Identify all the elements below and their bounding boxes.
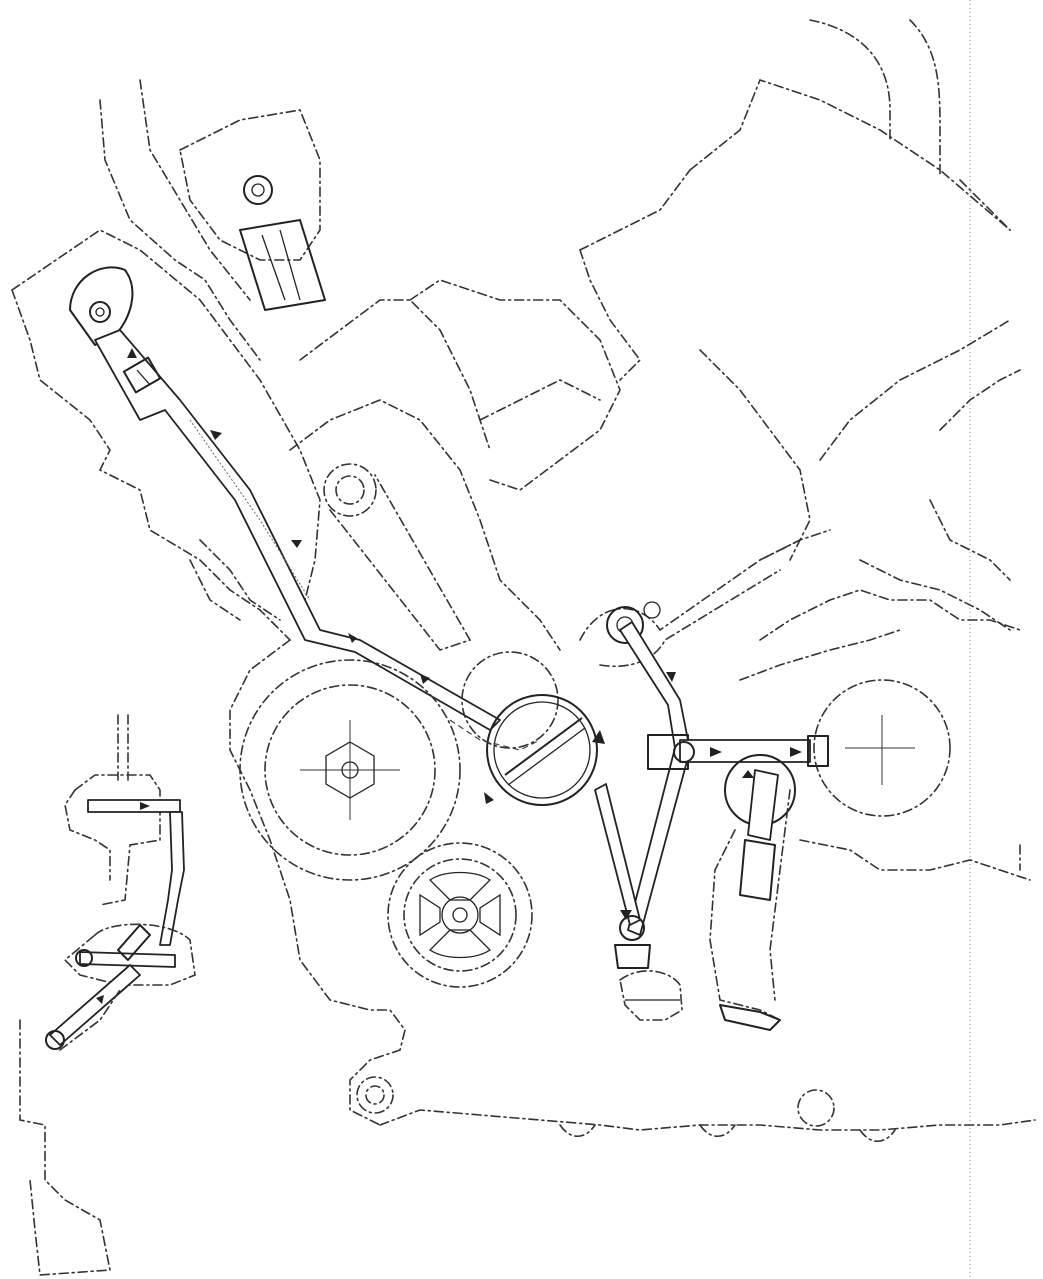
oil-filter [813,679,951,817]
flow-arrows [127,348,802,920]
oil-pump-rotor [449,651,598,806]
relief-valve [709,754,796,1031]
inset-oil-passage-detail [19,714,196,1276]
camshaft-bank-left [69,175,326,346]
oil-gallery-rod [323,463,472,651]
oil-feed-pipe-left [94,329,501,731]
crankshaft-sprocket [239,659,461,881]
engine-block-outline [11,19,1036,1143]
oil-strainer [614,915,683,1021]
mounting-bosses [356,1076,835,1127]
oil-feed-pipe-right [594,621,829,936]
idler-wheel [387,842,533,988]
